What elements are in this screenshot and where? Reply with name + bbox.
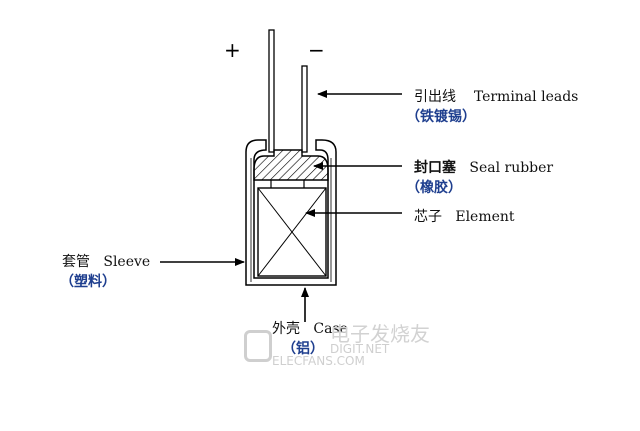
terminal-en: Terminal leads xyxy=(473,89,579,105)
outer-case xyxy=(245,139,337,286)
seal-material: （橡胶） xyxy=(406,180,462,196)
seal-label: 封口塞 Seal rubber xyxy=(414,157,553,177)
minus-sign: − xyxy=(308,38,325,62)
watermark-site: ELECFANS.COM xyxy=(272,354,365,368)
case-inner-wall xyxy=(250,158,332,282)
case-cn: 外壳 xyxy=(272,321,300,337)
case-material: （铝） xyxy=(282,341,324,357)
seal-en: Seal rubber xyxy=(469,160,554,176)
element-en: Element xyxy=(455,209,515,225)
seal-rubber xyxy=(253,149,329,181)
seal-cn: 封口塞 xyxy=(414,160,456,176)
element-cn: 芯子 xyxy=(414,209,442,225)
sleeve-material: （塑料） xyxy=(60,274,116,290)
negative-lead xyxy=(301,65,308,153)
terminal-material: （铁镀锡） xyxy=(406,109,476,125)
sleeve-label: 套管 Sleeve xyxy=(62,251,150,271)
terminal-cn: 引出线 xyxy=(414,89,456,105)
case-label: 外壳 Case xyxy=(272,318,348,338)
element-cross-b xyxy=(257,187,327,277)
plus-sign: + xyxy=(224,38,241,62)
terminal-label: 引出线 Terminal leads xyxy=(414,86,578,106)
sleeve-cn: 套管 xyxy=(62,254,90,270)
positive-lead xyxy=(268,29,275,153)
watermark-logo-icon xyxy=(244,330,272,362)
sleeve-en: Sleeve xyxy=(103,254,151,270)
watermark-url: DIGIT.NET xyxy=(330,342,390,356)
watermark-brand: 电子发烧友 xyxy=(330,322,430,346)
element-label: 芯子 Element xyxy=(414,206,515,226)
case-en: Case xyxy=(313,321,348,337)
